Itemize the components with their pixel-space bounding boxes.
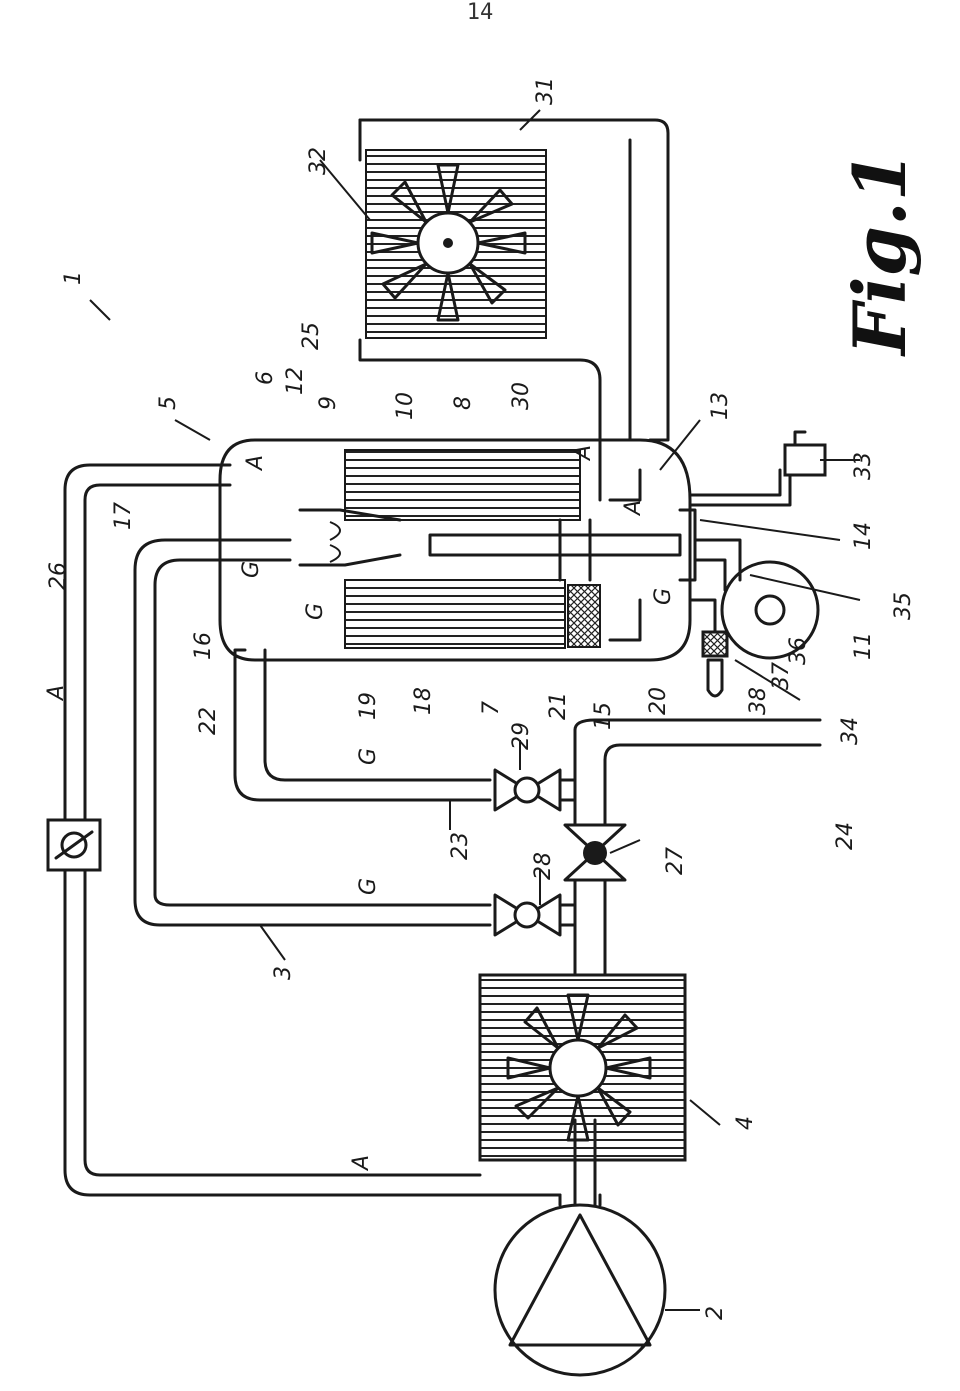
flow-G-vessel: G [303,603,328,620]
ref-32: 32 [306,147,331,175]
ref-1: 1 [61,271,86,285]
flow-A-13: A [621,500,646,517]
item-34-36-37-38 [688,598,729,698]
leader-lines [89,109,861,1311]
ref-13: 13 [708,392,733,420]
pipe-23 [233,648,492,802]
ref-26: 26 [46,562,71,590]
ref-11: 11 [851,632,876,660]
main-trunk [558,718,822,1212]
ref-20: 20 [646,687,671,715]
page-number: 14 [466,0,494,25]
ref-7: 7 [479,701,504,715]
flow-letters: A A A A A G G G G G [44,445,676,1172]
ref-18: 18 [411,687,436,715]
radiator-31-32 [358,118,670,502]
ref-33: 33 [851,452,876,480]
ref-36: 36 [786,637,811,665]
ref-19: 19 [356,692,381,720]
ref-12: 12 [283,367,308,395]
ref-3: 3 [271,966,296,980]
flow-G-3: G [356,878,381,895]
reference-labels: 1 2 3 4 5 6 7 8 9 10 11 12 13 14 15 16 1… [46,77,916,1320]
ref-10: 10 [393,392,418,420]
ref-15: 15 [591,702,616,730]
item-33 [688,430,827,507]
ref-28: 28 [531,852,556,880]
ref-31: 31 [533,77,558,105]
ref-29: 29 [509,722,534,750]
ref-22: 22 [196,707,221,735]
ref-24: 24 [833,822,858,850]
figure-label: Fig.1 [837,151,922,357]
valve-28 [493,893,562,937]
ref-23: 23 [448,832,473,860]
valve-29 [493,768,562,812]
ref-37: 37 [769,662,794,690]
ref-14: 14 [851,522,876,550]
flow-A-26: A [44,685,69,702]
fan-icon [370,163,527,322]
ref-2: 2 [703,1306,728,1320]
flow-G-20: G [651,588,676,605]
heat-exchanger-vessel [218,438,697,662]
ref-8: 8 [451,396,476,410]
flow-G-16: G [239,561,264,578]
flow-A-30: A [571,445,596,462]
pipe-3 [133,538,492,927]
ref-6: 6 [253,371,278,385]
ref-34: 34 [838,717,863,745]
ref-9: 9 [316,396,341,410]
ref-5: 5 [156,396,181,410]
fan-icon [506,993,652,1142]
ref-27: 27 [663,847,688,875]
pipe-26 [46,463,562,1197]
ref-25: 25 [299,322,324,350]
ref-38: 38 [746,687,771,715]
ref-4: 4 [733,1116,758,1130]
ref-35: 35 [891,592,916,620]
ref-21: 21 [546,692,571,720]
flow-A-6: A [243,455,268,472]
flow-A-bottom: A [349,1155,374,1172]
ref-16: 16 [191,632,216,660]
pump-2 [493,1193,667,1377]
valve-27 [563,823,627,882]
ref-17: 17 [111,502,136,530]
radiator-4 [478,973,687,1162]
flow-G-23: G [356,748,381,765]
ref-30: 30 [509,382,534,410]
